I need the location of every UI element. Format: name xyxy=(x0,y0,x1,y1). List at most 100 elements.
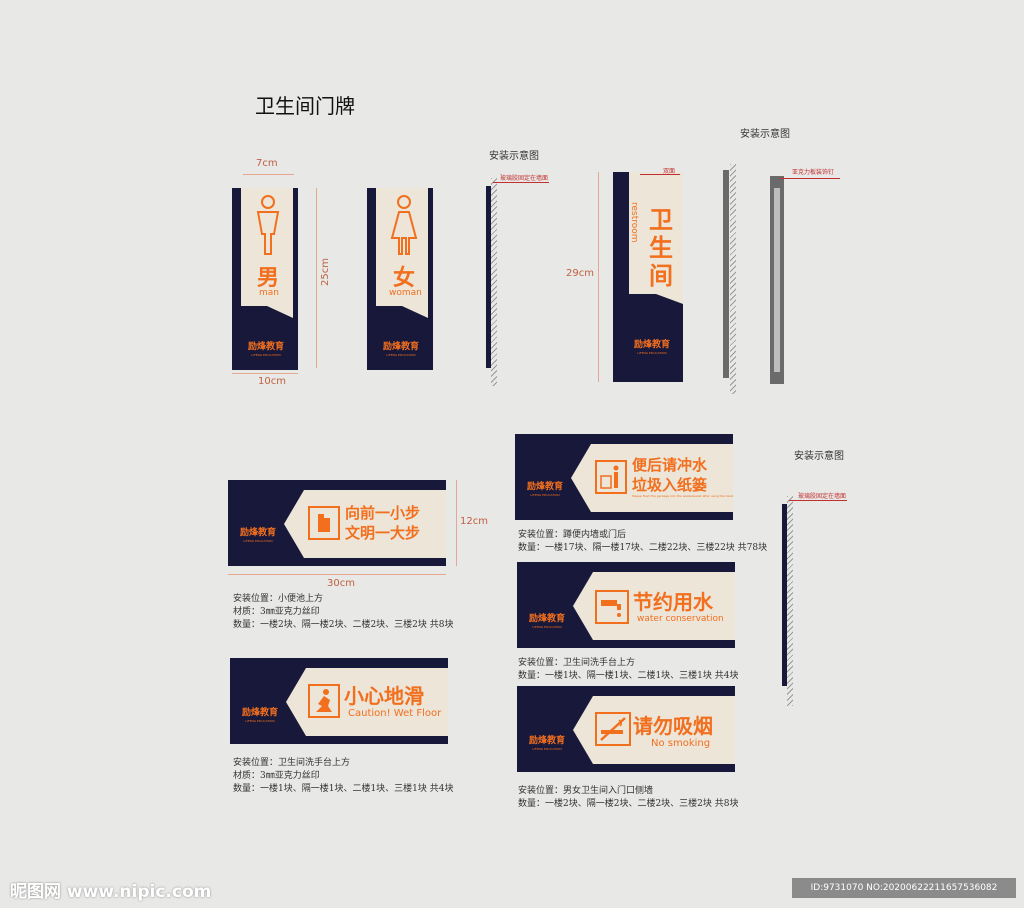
brand-logo-flush: 励烽教育 LIFENG EDUCATION xyxy=(521,474,569,497)
sign-smoke-title: 请勿吸烟 xyxy=(633,714,713,738)
male-icon xyxy=(256,195,280,255)
brand-name: 励烽教育 xyxy=(633,340,670,350)
sign-flush-caption-2: 数量：一楼17块、隔一楼17块、二楼22块、三楼22块 共78块 xyxy=(518,543,768,553)
dim-side-height: 29cm xyxy=(566,268,594,279)
wall-note-3: 玻璃胶固定在墙面 xyxy=(798,493,847,500)
side-note-line xyxy=(640,174,680,175)
wall-note-line-3 xyxy=(789,500,847,501)
sign-floor-en: Caution! Wet Floor xyxy=(348,708,442,719)
dim-step-w: 30cm xyxy=(327,578,355,589)
dim-height-total: 25cm xyxy=(320,258,331,286)
side-char-3: 间 xyxy=(649,262,673,290)
brand-sub: LIFENG EDUCATION xyxy=(530,493,560,497)
watermark-right: ID:9731070 NO:20200622211657536082 xyxy=(792,878,1016,898)
brand-logo-female: 励烽教育 LIFENG EDUCATION xyxy=(373,334,429,357)
urinal-icon xyxy=(308,506,340,540)
dim-line-bottom xyxy=(232,373,298,374)
sign-flush: 励烽教育 LIFENG EDUCATION 便后请冲水 垃圾入纸篓 Please… xyxy=(515,434,733,520)
sign-step-caption-3: 数量：一楼2块、隔一楼2块、二楼2块、三楼2块 共8块 xyxy=(233,620,454,630)
female-en: woman xyxy=(389,288,422,298)
side-en: restroom xyxy=(629,202,639,243)
sign-floor-caption-1: 安装位置：卫生间洗手台上方 xyxy=(233,758,351,768)
brand-logo-male: 励烽教育 LIFENG EDUCATION xyxy=(238,334,294,357)
side-note-double: 双面 xyxy=(663,168,676,175)
sign-floor: 励烽教育 LIFENG EDUCATION 小心地滑 Caution! Wet … xyxy=(230,658,448,744)
male-door-sign: 男 man 励烽教育 LIFENG EDUCATION xyxy=(232,188,298,370)
sign-step-line2: 文明一大步 xyxy=(345,524,421,542)
brand-sub: LIFENG EDUCATION xyxy=(532,747,562,751)
install-label-2: 安装示意图 xyxy=(740,129,790,140)
brand-name: 励烽教育 xyxy=(382,342,419,352)
brand-sub: LIFENG EDUCATION xyxy=(386,353,416,357)
slip-icon xyxy=(308,684,340,718)
female-icon xyxy=(390,195,418,255)
sign-smoke-en: No smoking xyxy=(651,738,711,749)
male-label: 男 xyxy=(257,266,280,291)
wall-note-line-1 xyxy=(493,182,549,183)
dim-line-right xyxy=(316,188,317,368)
wall-hatch-3 xyxy=(787,496,793,706)
dim-width-top: 7cm xyxy=(256,158,278,169)
side-bracket-inner xyxy=(774,188,780,372)
sign-smoke-caption-2: 数量：一楼2块、隔一楼2块、二楼2块、三楼2块 共8块 xyxy=(518,799,739,809)
side-char-1: 卫 xyxy=(649,206,673,234)
brand-logo-side: 励烽教育 LIFENG EDUCATION xyxy=(623,332,681,355)
brand-name: 励烽教育 xyxy=(241,708,278,718)
sign-step: 励烽教育 LIFENG EDUCATION 向前一小步 文明一大步 xyxy=(228,480,446,566)
wall-hatch-1 xyxy=(491,178,497,386)
trash-icon xyxy=(595,460,627,494)
brand-logo-smoke: 励烽教育 LIFENG EDUCATION xyxy=(523,728,571,751)
brand-name: 励烽教育 xyxy=(247,342,284,352)
wall-plate-1 xyxy=(486,186,491,368)
brand-name: 励烽教育 xyxy=(528,736,565,746)
side-sign: restroom 卫 生 间 励烽教育 LIFENG EDUCATION xyxy=(613,172,683,382)
female-label: 女 xyxy=(393,266,416,291)
sign-water-en: water conservation xyxy=(637,614,724,624)
male-en: man xyxy=(259,288,279,298)
wall-note-1: 玻璃胶固定在墙面 xyxy=(500,175,549,182)
sign-smoke: 励烽教育 LIFENG EDUCATION 请勿吸烟 No smoking xyxy=(517,686,735,772)
brand-sub: LIFENG EDUCATION xyxy=(251,353,281,357)
sign-step-caption-2: 材质：3㎜亚克力丝印 xyxy=(233,607,320,617)
sign-floor-caption-2: 材质：3㎜亚克力丝印 xyxy=(233,771,320,781)
sign-smoke-caption-1: 安装位置：男女卫生间入门口侧墙 xyxy=(518,786,654,796)
brand-sub: LIFENG EDUCATION xyxy=(532,625,562,629)
side-char-2: 生 xyxy=(649,234,673,262)
dim-line-top xyxy=(243,174,294,175)
wall-hatch-2 xyxy=(730,164,736,394)
side-bracket xyxy=(770,176,784,384)
sign-floor-title: 小心地滑 xyxy=(344,684,424,708)
dim-step-wline xyxy=(228,574,446,575)
sign-water: 励烽教育 LIFENG EDUCATION 节约用水 water conserv… xyxy=(517,562,735,648)
sign-step-caption-1: 安装位置：小便池上方 xyxy=(233,594,324,604)
dim-side-line xyxy=(598,172,599,382)
dim-step-hline xyxy=(456,480,457,566)
dim-width-bottom: 10cm xyxy=(258,376,286,387)
brand-sub: LIFENG EDUCATION xyxy=(243,539,273,543)
side-panel-shape xyxy=(629,172,683,304)
female-door-sign: 女 woman 励烽教育 LIFENG EDUCATION xyxy=(367,188,433,370)
brand-sub: LIFENG EDUCATION xyxy=(637,351,667,355)
brand-name: 励烽教育 xyxy=(528,614,565,624)
brand-logo-floor: 励烽教育 LIFENG EDUCATION xyxy=(236,700,284,723)
page-title: 卫生间门牌 xyxy=(255,94,355,118)
no-smoking-icon xyxy=(595,712,631,746)
brand-name: 励烽教育 xyxy=(526,482,563,492)
brand-sub: LIFENG EDUCATION xyxy=(245,719,275,723)
install-label-3: 安装示意图 xyxy=(794,451,844,462)
brand-name: 励烽教育 xyxy=(239,528,276,538)
sign-water-caption-1: 安装位置：卫生间洗手台上方 xyxy=(518,658,636,668)
sign-flush-line2: 垃圾入纸篓 xyxy=(632,476,708,494)
install-label-1: 安装示意图 xyxy=(489,151,539,162)
wall-plate-3 xyxy=(782,504,787,686)
side-note-fix: 亚克力板装饰钉 xyxy=(792,169,835,176)
sign-step-line1: 向前一小步 xyxy=(345,504,421,522)
sign-flush-caption-1: 安装位置：蹲便内墙或门后 xyxy=(518,530,627,540)
brand-logo-step: 励烽教育 LIFENG EDUCATION xyxy=(234,520,282,543)
faucet-icon xyxy=(595,590,629,624)
side-profile-bar xyxy=(723,170,729,378)
sign-water-title: 节约用水 xyxy=(633,590,713,614)
brand-logo-water: 励烽教育 LIFENG EDUCATION xyxy=(523,606,571,629)
sign-water-caption-2: 数量：一楼1块、隔一楼1块、二楼1块、三楼1块 共4块 xyxy=(518,671,739,681)
dim-step-h: 12cm xyxy=(460,516,488,527)
